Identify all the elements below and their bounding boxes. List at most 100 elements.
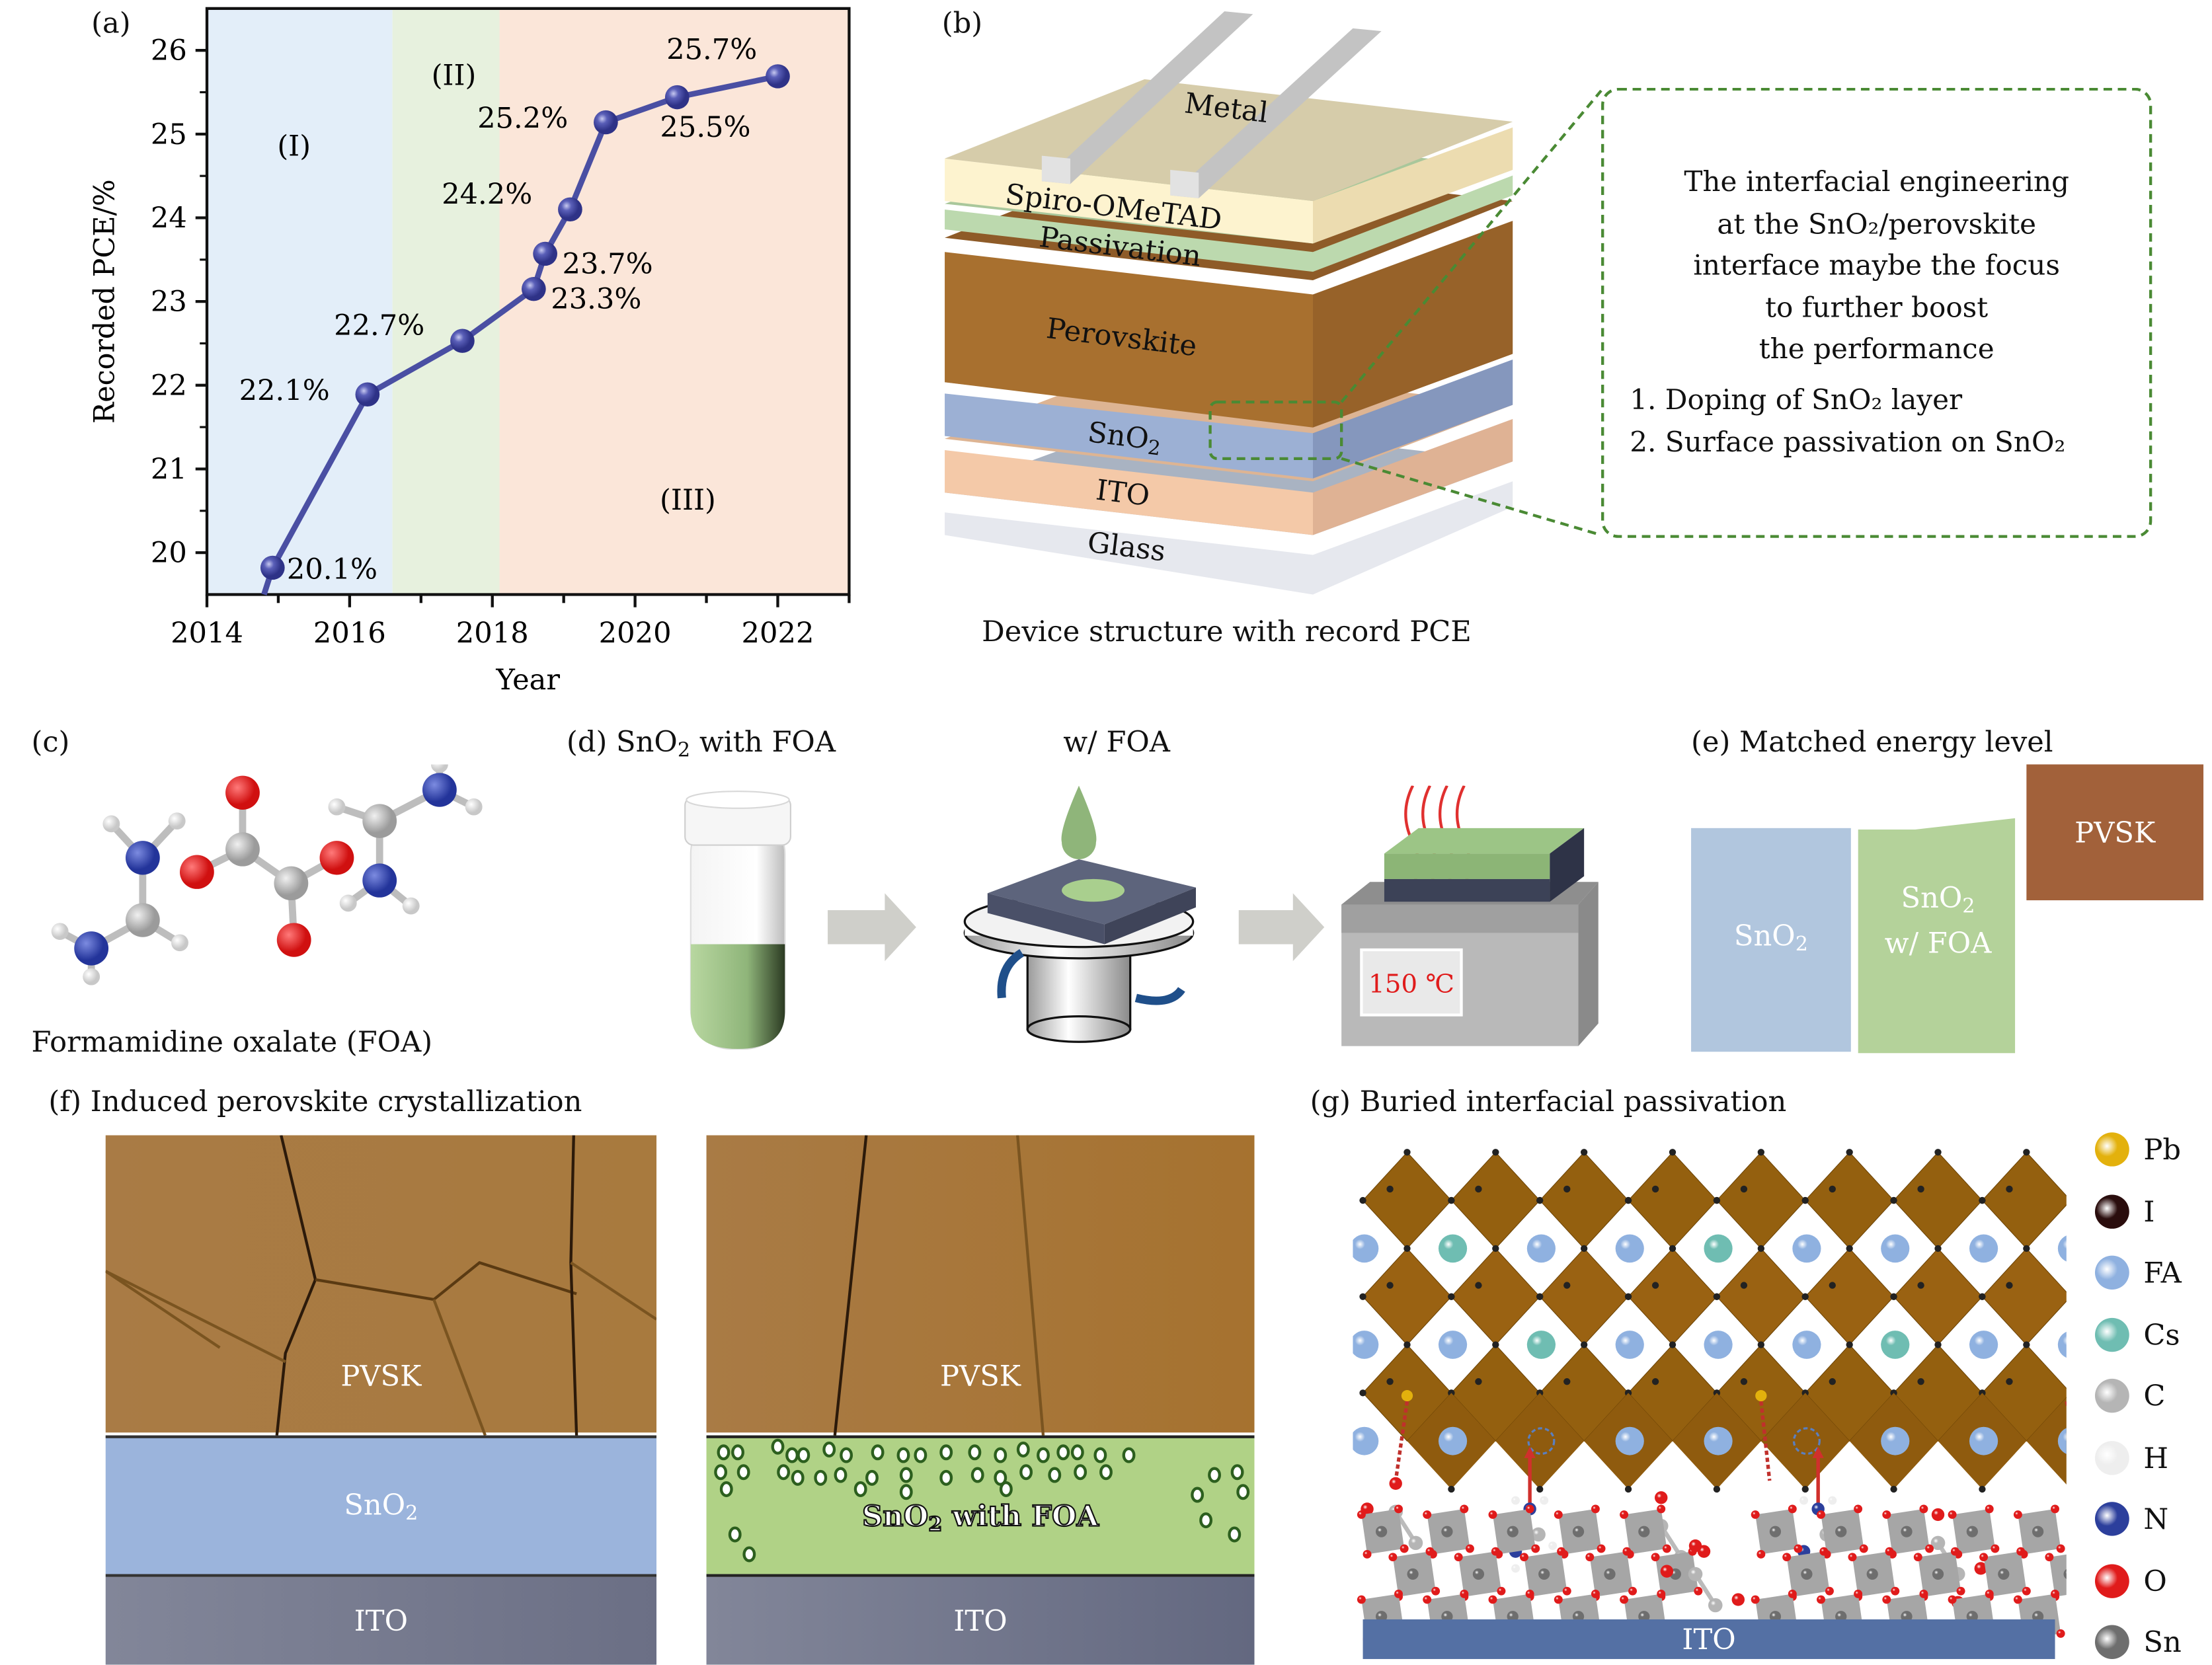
iodine-atom <box>1801 1485 1809 1493</box>
foa-particle <box>742 1546 756 1563</box>
iodine-atom <box>1359 1293 1366 1300</box>
interaction-bond <box>1759 1401 1772 1481</box>
legend-swatch <box>2094 1502 2129 1536</box>
carbon-atom <box>1688 1567 1703 1582</box>
oxygen-atom <box>1948 1595 1957 1604</box>
tin-atom <box>1835 1526 1847 1537</box>
passivation-structure <box>1353 1149 2067 1644</box>
iodine-atom <box>2023 1341 2030 1348</box>
glass-layer <box>945 481 1513 595</box>
atom-h <box>328 798 346 816</box>
iodine-atom <box>1934 1341 1942 1348</box>
foa-particle <box>1074 1464 1087 1481</box>
oxygen-atom <box>1991 1544 2000 1553</box>
iodine-atom <box>1890 1293 1897 1300</box>
foa-particle <box>914 1447 928 1463</box>
atom-c <box>274 866 309 901</box>
iodine-atom <box>1740 1185 1748 1193</box>
fa-cation <box>1704 1426 1733 1455</box>
oxygen-atom <box>2045 1553 2054 1562</box>
foa-particle <box>853 1481 867 1497</box>
tin-atom <box>2063 1569 2067 1579</box>
oxygen-atom <box>1465 1544 1474 1553</box>
series-line-segment <box>366 338 464 397</box>
fa-cation <box>2057 1235 2067 1262</box>
data-point <box>594 110 618 135</box>
iodine-atom <box>1979 1196 1986 1204</box>
ito-substrate-label: ITO <box>1682 1622 1736 1656</box>
fa-cation <box>1353 1426 1379 1455</box>
iodine-atom <box>1651 1185 1659 1193</box>
panel-e-title: (e) Matched energy level <box>1691 724 2053 759</box>
data-point <box>558 197 582 222</box>
oxygen-atom <box>1431 1586 1441 1596</box>
callout-box: The interfacial engineering at the SnO₂/… <box>1601 87 2153 538</box>
oxygen-atom <box>1597 1544 1606 1553</box>
pbi6-octahedron <box>2026 1397 2067 1485</box>
foa-particle <box>777 1464 791 1481</box>
y-tick-label: 24 <box>151 202 187 235</box>
atom-h <box>465 798 483 816</box>
tin-atom <box>1538 1568 1550 1580</box>
iodine-atom <box>1386 1185 1394 1193</box>
ito-label: ITO <box>354 1604 408 1638</box>
foa-particle <box>999 1481 1013 1497</box>
iodine-atom <box>1890 1196 1897 1204</box>
oxygen-atom <box>1925 1544 1934 1553</box>
oxygen-atom <box>2056 1544 2065 1553</box>
legend-item-sn: Sn <box>2094 1625 2182 1659</box>
oxygen-atom <box>1657 1590 1666 1598</box>
pbi6-octahedron <box>1760 1393 1850 1489</box>
tin-atom <box>1472 1568 1485 1580</box>
ito-side <box>945 450 1314 535</box>
pbi6-octahedron <box>1716 1248 1806 1346</box>
legend-label: FA <box>2143 1255 2182 1290</box>
oxygen-atom <box>1757 1550 1766 1559</box>
pvsk-layer-right: PVSK <box>706 1135 1255 1433</box>
oxygen-atom <box>1817 1595 1825 1604</box>
x-axis-label: Year <box>495 664 560 697</box>
data-label: 20.1% <box>287 553 377 586</box>
tin-atom <box>1866 1568 1878 1580</box>
iodine-atom <box>1359 1389 1366 1397</box>
oxygen-atom <box>1950 1547 1959 1556</box>
iodine-atom <box>1536 1293 1544 1300</box>
oxygen-atom <box>2051 1504 2060 1514</box>
atom-c <box>125 903 160 937</box>
sno2-layer-left: SnO2 <box>105 1435 657 1574</box>
iodine-atom <box>1890 1485 1897 1493</box>
foa-particle <box>1070 1444 1084 1461</box>
foa-molecule <box>51 764 483 986</box>
legend-label: Pb <box>2143 1132 2182 1167</box>
data-label: 25.2% <box>477 102 568 136</box>
hydrogen-atom <box>1548 1541 1558 1551</box>
foa-particle <box>719 1481 733 1497</box>
passivation-layer <box>945 175 1513 272</box>
data-label: 22.1% <box>239 374 330 407</box>
oxygen-atom <box>1882 1510 1891 1519</box>
pbi6-octahedron <box>1628 1248 1718 1346</box>
fa-cation <box>1615 1234 1644 1263</box>
ito-layer-right: ITO <box>706 1574 1255 1665</box>
oxygen-atom <box>1363 1550 1372 1559</box>
atom-h <box>168 812 186 830</box>
iodine-atom <box>1403 1149 1411 1156</box>
iodine-atom <box>1801 1196 1809 1204</box>
pbi6-octahedron <box>1495 1393 1585 1489</box>
arrow-icon <box>828 893 916 962</box>
foa-particle <box>1056 1444 1070 1461</box>
hydrogen-atom <box>1511 1564 1521 1573</box>
oxygen-atom <box>1825 1586 1834 1596</box>
iodine-atom <box>1801 1389 1809 1397</box>
atom-h <box>83 968 100 986</box>
atom-o <box>225 775 260 810</box>
oxygen-atom <box>1985 1504 1994 1514</box>
oxygen-atom <box>1425 1547 1435 1556</box>
iodine-atom <box>1580 1341 1588 1348</box>
iodine-atom <box>1669 1245 1677 1253</box>
energy-level-pvsk: PVSK <box>2026 764 2204 901</box>
pbi6-octahedron <box>1893 1151 1983 1249</box>
tin-atom <box>1998 1568 2010 1580</box>
pbi6-octahedron <box>1450 1151 1540 1249</box>
